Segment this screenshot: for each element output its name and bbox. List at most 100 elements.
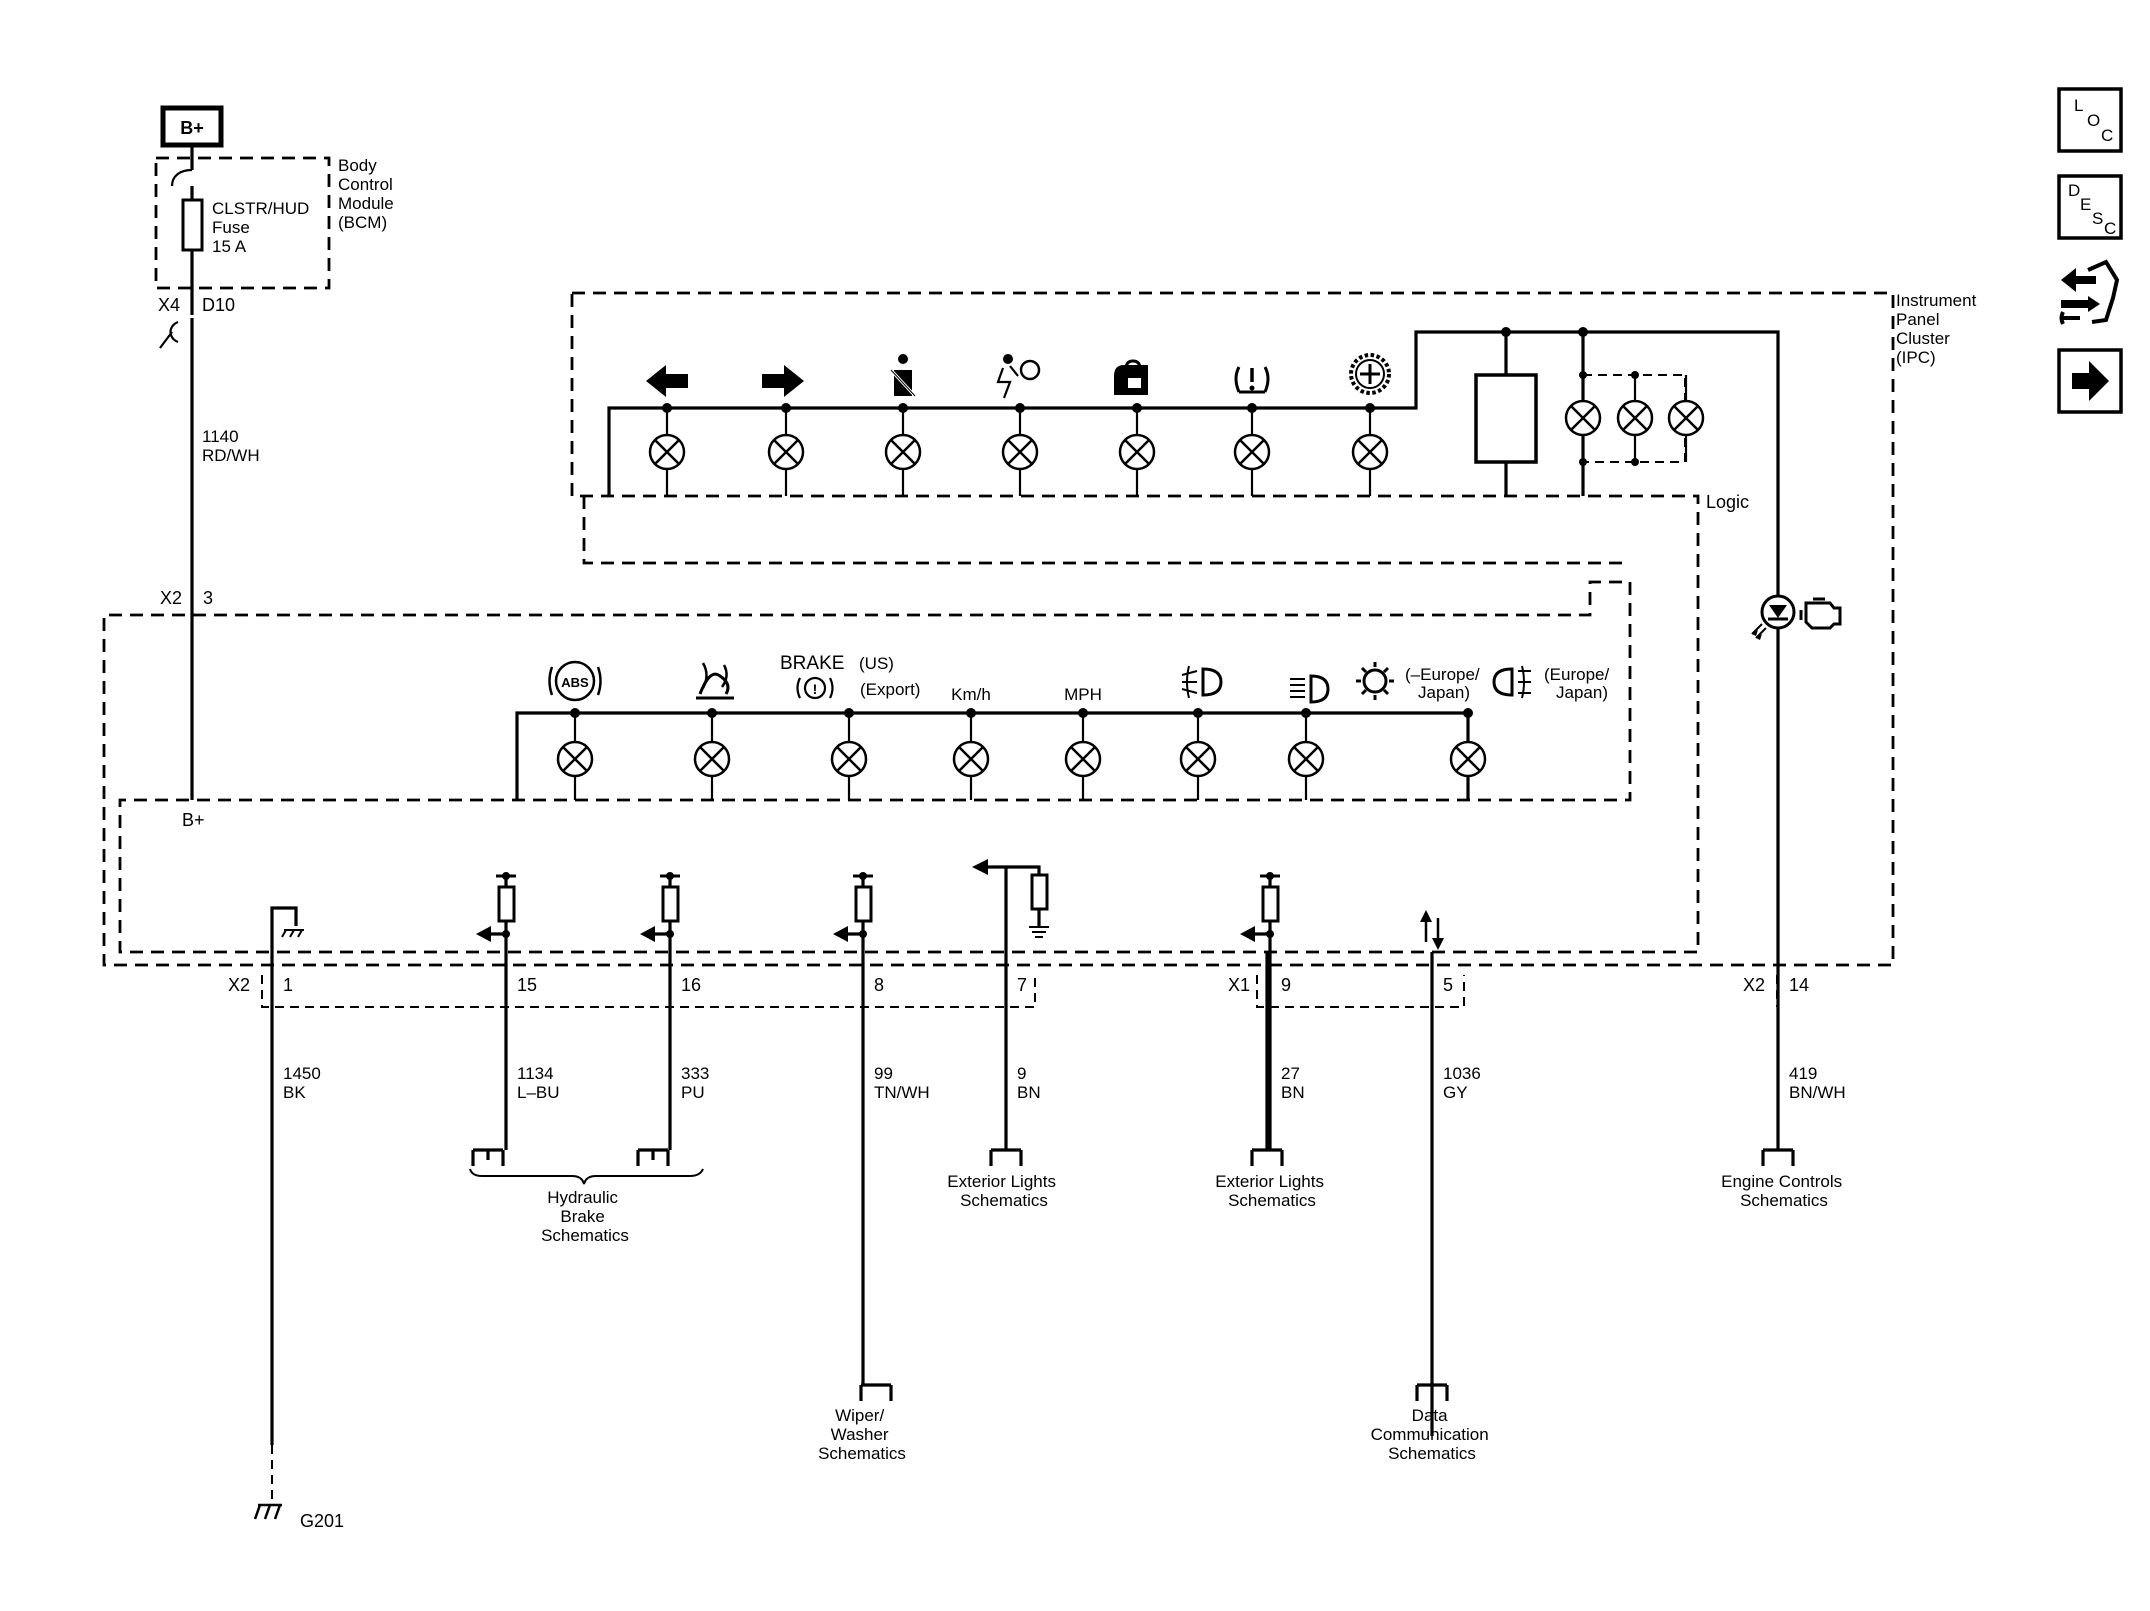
wire-color: PU: [681, 1083, 705, 1102]
circuit-number: 333: [681, 1064, 709, 1083]
upper-warning-lamp-6: [1233, 403, 1271, 496]
circuit-number: 1036: [1443, 1064, 1481, 1083]
ipc-title: Instrument Panel Cluster (IPC): [1896, 291, 1981, 367]
security-lock-icon: [1114, 359, 1148, 395]
pin-number: 16: [681, 975, 701, 995]
gauge-illumination-lamp-3: [1667, 375, 1705, 462]
high-beam-icon: [1290, 674, 1330, 704]
ipc-input-pin: 3: [203, 588, 213, 608]
svg-text:O: O: [2087, 111, 2100, 130]
destinations: Hydraulic Brake Schematics Wiper/ Washer…: [469, 1148, 1847, 1463]
upper-indicator-bank: [607, 327, 1780, 850]
bcm-pin-label: D10: [202, 295, 235, 315]
next-arrow-icon[interactable]: [2057, 348, 2123, 414]
washer-fluid-switch-leg: [833, 872, 873, 952]
ipc-boundaries: Instrument Panel Cluster (IPC) Logic: [102, 291, 1981, 967]
light-sensor-icon: (–Europe/ Japan): [1356, 662, 1484, 702]
tire-pressure-icon: [1234, 366, 1270, 394]
pin-number: 15: [517, 975, 537, 995]
svg-text:L: L: [2074, 96, 2083, 115]
service-gear-icon: [1349, 353, 1391, 395]
feed-circuit-label: 1140 RD/WH: [202, 427, 260, 465]
ipc-input-connector: X2: [160, 588, 182, 608]
gauge-illumination-lamp-2: [1616, 375, 1654, 462]
upper-warning-lamp-2: [767, 403, 805, 496]
fuse-label: CLSTR/HUD Fuse 15 A: [212, 199, 314, 256]
circuit-number: 1450: [283, 1064, 321, 1083]
connector-id: X2: [1743, 975, 1765, 995]
brake-icon: BRAKE (US) ! (Export): [780, 653, 920, 700]
lower-warning-lamp-3: [830, 708, 868, 800]
lower-indicator-bank: ABS BRAKE (US) ! (Export) Km/h MPH: [515, 653, 1609, 800]
svg-text:(US): (US): [859, 654, 894, 673]
wire-color: GY: [1443, 1083, 1468, 1102]
connector-id: X1: [1228, 975, 1250, 995]
wire-color: L–BU: [517, 1083, 560, 1102]
circuit-number: 99: [874, 1064, 893, 1083]
upper-warning-lamp-5: [1118, 403, 1156, 496]
lower-warning-lamp-8: [1449, 708, 1487, 800]
lower-warning-lamp-1: [556, 708, 594, 800]
upper-warning-lamp-4: [1001, 403, 1039, 496]
engine-indicator: [1751, 594, 1842, 640]
engine-icon: [1799, 597, 1842, 630]
bcm-boundary: [154, 156, 331, 290]
ground-label: G201: [300, 1511, 344, 1531]
bcm-connector-label: X4: [158, 295, 180, 315]
front-fog-lamp-icon: [1181, 665, 1223, 699]
data-communication-label: Data Communication Schematics: [1371, 1406, 1494, 1463]
pin-number: 8: [874, 975, 884, 995]
pin-number: 5: [1443, 975, 1453, 995]
svg-text:S: S: [2092, 209, 2103, 228]
svg-text:C: C: [2101, 126, 2113, 145]
bcm-label: Body Control Module (BCM): [338, 156, 399, 232]
logic-label: Logic: [1706, 492, 1749, 512]
location-button[interactable]: L O C: [2057, 87, 2123, 153]
ground-g201-icon: [253, 1503, 282, 1520]
upper-warning-lamp-1: [648, 403, 686, 496]
wire-color: BN: [1281, 1083, 1305, 1102]
connector-service-icon[interactable]: [2059, 259, 2120, 325]
circuit-number: 1134: [517, 1064, 554, 1083]
wire-color: BN: [1017, 1083, 1041, 1102]
description-button[interactable]: D E S C: [2057, 174, 2123, 240]
upper-warning-lamp-3: [884, 403, 922, 496]
power-feed: B+ Body Control Module (BCM) CLSTR/HUD F…: [154, 105, 399, 830]
svg-text:C: C: [2104, 219, 2116, 238]
park-brake-switch-leg: [640, 872, 680, 952]
lower-warning-lamp-6: [1179, 708, 1217, 800]
ipc-b-plus-label: B+: [182, 810, 205, 830]
ipc-gauge-driver: [1474, 373, 1538, 464]
wire-color: BN/WH: [1789, 1083, 1846, 1102]
svg-text:ABS: ABS: [561, 675, 589, 690]
exterior-lights-label-1: Exterior Lights Schematics: [947, 1172, 1060, 1210]
svg-text:(Export): (Export): [860, 680, 920, 699]
right-turn-arrow-icon: [762, 365, 804, 397]
gauge-illumination-lamp-1: [1564, 375, 1602, 462]
lower-warning-lamp-7: [1287, 708, 1325, 800]
battery-positive-label: B+: [180, 118, 204, 138]
nav-panel: L O C D E S C: [2057, 87, 2123, 414]
brake-fluid-switch-leg: [476, 872, 516, 952]
exterior-lamp-switch-leg: [1240, 872, 1280, 952]
lower-warning-lamp-4: [952, 708, 990, 800]
wiper-washer-label: Wiper/ Washer Schematics: [818, 1406, 906, 1463]
upper-warning-lamp-7: [1351, 403, 1389, 496]
wire-color: TN/WH: [874, 1083, 930, 1102]
svg-text:(–Europe/ Japan): (–Europe/ Japan): [1405, 665, 1484, 702]
seat-belt-icon: [889, 354, 917, 398]
airbag-icon: [996, 354, 1041, 399]
rear-fog-lamp-icon: (Europe/ Japan): [1492, 665, 1609, 702]
wire-color: BK: [283, 1083, 306, 1102]
left-turn-arrow-icon: [646, 365, 688, 397]
svg-text:BRAKE: BRAKE: [780, 653, 844, 674]
engine-controls-label: Engine Controls Schematics: [1721, 1172, 1847, 1210]
circuit-number: 419: [1789, 1064, 1817, 1083]
